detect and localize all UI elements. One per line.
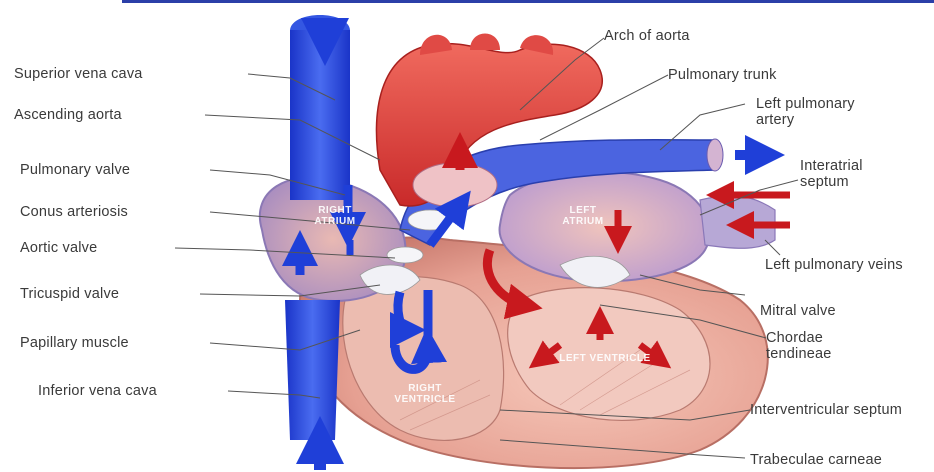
- chamber-left-ventricle: LEFT VENTRICLE: [555, 353, 655, 364]
- label-pulmonary-trunk: Pulmonary trunk: [668, 67, 777, 83]
- label-left-pulmonary-artery: Left pulmonary artery: [756, 96, 868, 128]
- label-mitral-valve: Mitral valve: [760, 303, 836, 319]
- chamber-left-atrium: LEFT ATRIUM: [548, 205, 618, 227]
- chamber-right-atrium: RIGHT ATRIUM: [300, 205, 370, 227]
- label-trabeculae-carneae: Trabeculae carneae: [750, 452, 882, 468]
- label-superior-vena-cava: Superior vena cava: [14, 66, 143, 82]
- label-tricuspid-valve: Tricuspid valve: [20, 286, 119, 302]
- superior-vena-cava: [290, 30, 350, 200]
- label-arch-of-aorta: Arch of aorta: [604, 28, 690, 44]
- label-conus-arteriosus: Conus arteriosis: [20, 204, 128, 220]
- inferior-vena-cava: [285, 300, 340, 440]
- label-pulmonary-valve: Pulmonary valve: [20, 162, 130, 178]
- label-chordae-tendineae: Chordae tendineae: [766, 330, 886, 362]
- label-interatrial-septum: Interatrial septum: [800, 158, 900, 190]
- chamber-right-ventricle: RIGHT VENTRICLE: [380, 383, 470, 405]
- label-papillary-muscle: Papillary muscle: [20, 335, 129, 351]
- label-inferior-vena-cava: Inferior vena cava: [38, 383, 157, 399]
- label-interventricular-septum: Interventricular septum: [750, 402, 910, 418]
- label-ascending-aorta: Ascending aorta: [14, 107, 122, 123]
- label-aortic-valve: Aortic valve: [20, 240, 97, 256]
- label-left-pulmonary-veins: Left pulmonary veins: [765, 257, 905, 273]
